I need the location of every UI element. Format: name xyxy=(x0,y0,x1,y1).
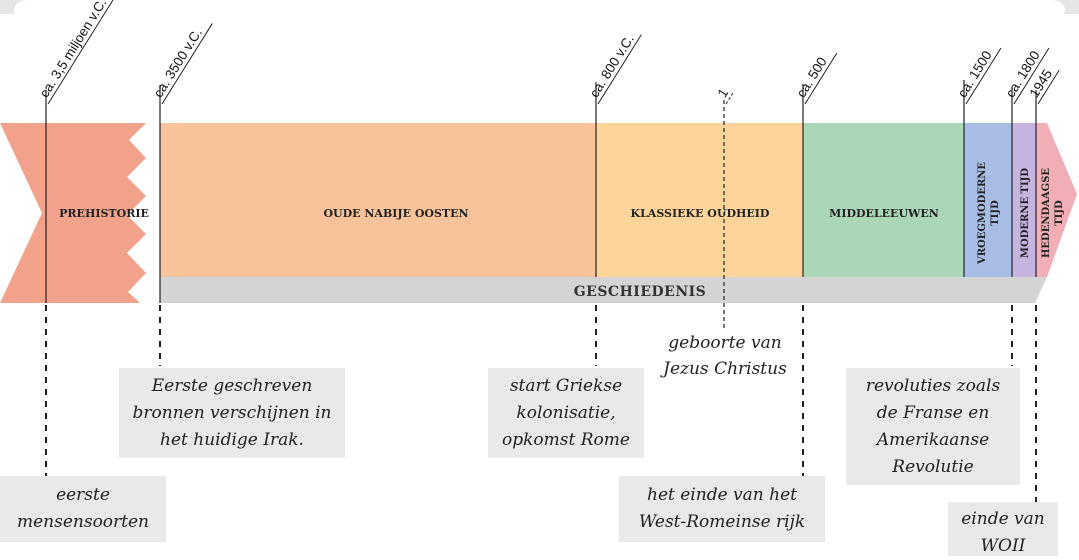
svg-text:1: 1 xyxy=(715,86,732,100)
date-label-2: ca. 3500 v.C. xyxy=(151,23,213,105)
segment-prehistorie xyxy=(0,123,146,303)
segment-vroegmoderne-tijd xyxy=(964,123,1012,277)
svg-text:ca. 800 v.C.: ca. 800 v.C. xyxy=(587,32,637,100)
note-west-romeinse-rijk: het einde van het West-Romeinse rijk xyxy=(619,476,825,542)
svg-text:ca. 1500: ca. 1500 xyxy=(955,48,995,100)
segment-klassieke-oudheid xyxy=(596,123,803,277)
label-klassieke-oudheid: KLASSIEKE OUDHEID xyxy=(631,207,770,220)
note-eerste-bronnen: Eerste geschreven bronnen verschijnen in… xyxy=(119,368,345,458)
segment-moderne-tijd xyxy=(1012,123,1036,277)
geschiedenis-band xyxy=(160,277,1047,303)
note-einde-woii: einde van WOII xyxy=(948,502,1058,556)
top-edge-mask xyxy=(14,0,1065,20)
label-prehistorie: PREHISTORIE xyxy=(59,207,149,220)
svg-text:ca. 3500 v.C.: ca. 3500 v.C. xyxy=(151,26,205,101)
connector-lines xyxy=(45,305,1037,502)
note-griekse-kolonisatie: start Griekse kolonisatie, opkomst Rome xyxy=(488,368,644,458)
segment-hedendaagse-tijd xyxy=(1036,123,1077,277)
label-moderne-tijd: MODERNE TIJD xyxy=(1020,168,1031,258)
label-geschiedenis: GESCHIEDENIS xyxy=(574,284,707,300)
svg-text:TIJD: TIJD xyxy=(990,200,1001,226)
note-revoluties: revoluties zoals de Franse en Amerikaans… xyxy=(846,368,1020,485)
date-label-5: ca. 500 xyxy=(794,52,838,105)
note-geboorte-jezus: geboorte van Jezus Christus xyxy=(663,333,787,379)
svg-text:TIJD: TIJD xyxy=(1054,200,1065,226)
note-eerste-mensensoorten: eerste mensensoorten xyxy=(0,476,166,542)
label-hedendaagse-tijd: HEDENDAAGSE TIJD xyxy=(1041,168,1065,258)
label-vroegmoderne-tijd: VROEGMODERNE TIJD xyxy=(977,162,1001,265)
date-label-4: 1 xyxy=(715,86,734,105)
label-middeleeuwen: MIDDELEEUWEN xyxy=(829,207,939,220)
date-label-6: ca. 1500 xyxy=(955,47,1002,105)
segment-middeleeuwen xyxy=(803,123,964,277)
date-label-3: ca. 800 v.C. xyxy=(587,32,642,105)
segment-oude-nabije-oosten xyxy=(160,123,596,277)
svg-text:MODERNE TIJD: MODERNE TIJD xyxy=(1020,168,1031,258)
svg-text:VROEGMODERNE: VROEGMODERNE xyxy=(977,162,988,265)
svg-text:HEDENDAAGSE: HEDENDAAGSE xyxy=(1041,168,1052,258)
label-oude-nabije-oosten: OUDE NABIJE OOSTEN xyxy=(323,207,468,220)
